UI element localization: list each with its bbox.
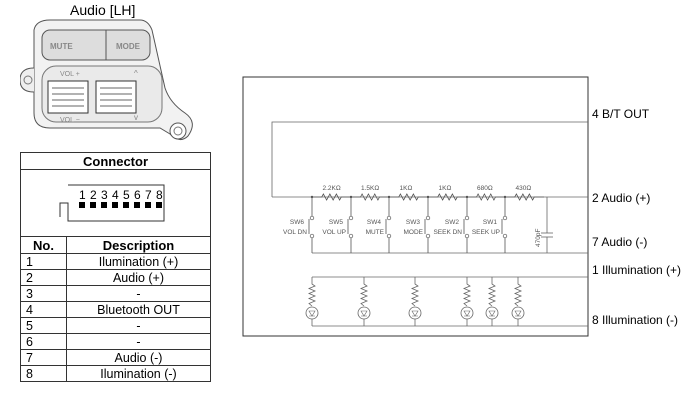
resistor-value: 680Ω (477, 185, 493, 192)
led-resistor-icon (307, 277, 317, 307)
pin-contact (144, 201, 151, 208)
switch-icon (463, 197, 468, 253)
switch-id: SW5 (329, 219, 343, 226)
led-icon (305, 306, 319, 320)
switch-name: SEEK UP (472, 229, 500, 236)
switch-name: VOL DN (283, 229, 307, 236)
pin-number: 6 (134, 188, 141, 202)
pin-number: 5 (123, 188, 130, 202)
seek-up-icon: ^ (134, 69, 138, 78)
vol-up-label: VOL + (60, 71, 80, 78)
pin-contact (122, 201, 129, 208)
switch-name: SEEK DN (433, 229, 462, 236)
resistor-icon (351, 193, 389, 201)
pin-contact (155, 201, 162, 208)
switch-id: SW1 (483, 219, 497, 226)
pin-number: 2 (90, 188, 97, 202)
pin-description: Bluetooth OUT (66, 301, 211, 318)
switch-icon (424, 197, 429, 253)
pin-audio-neg: 7 Audio (-) (592, 235, 647, 249)
vol-rocker (47, 80, 89, 114)
resistor-value: 430Ω (516, 185, 532, 192)
pin-number: 3 (101, 188, 108, 202)
switch-icon (501, 197, 506, 253)
mute-label: MUTE (50, 42, 73, 51)
pin-ill-pos: 1 Illumination (+) (592, 263, 681, 277)
pin-ill-neg: 8 Illumination (-) (592, 313, 678, 327)
pin-contact (78, 201, 85, 208)
pin-audio-pos: 2 Audio (+) (592, 191, 650, 205)
resistor-value: 1KΩ (400, 185, 413, 192)
led-icon (511, 306, 525, 320)
bt-out-wire (271, 121, 588, 197)
switch-id: SW3 (406, 219, 420, 226)
resistor-value: 1KΩ (439, 185, 452, 192)
resistor-icon (389, 193, 428, 201)
pin-contact (111, 201, 118, 208)
switch-id: SW2 (445, 219, 459, 226)
pin-contact (89, 201, 96, 208)
pin-description: Ilumination (-) (66, 365, 211, 382)
module-box (242, 76, 589, 337)
led-resistor-icon (462, 277, 472, 307)
switch-name: VOL UP (322, 229, 346, 236)
mode-label: MODE (116, 42, 141, 51)
switch-name: MUTE (366, 229, 385, 236)
switch-id: SW6 (290, 219, 304, 226)
led-resistor-icon (359, 277, 369, 307)
switch-icon (385, 197, 390, 253)
led-icon (408, 306, 422, 320)
vol-dn-label: VOL − (60, 117, 80, 124)
resistor-value: 1.5KΩ (361, 185, 379, 192)
resistor-value: 2.2KΩ (323, 185, 341, 192)
switch-icon (347, 197, 352, 253)
pin-number: 8 (156, 188, 163, 202)
led-resistor-icon (410, 277, 420, 307)
led-icon (357, 306, 371, 320)
pin-number: 1 (79, 188, 86, 202)
resistor-icon (505, 193, 544, 201)
led-icon (485, 306, 499, 320)
led-resistor-icon (487, 277, 497, 307)
led-icon (460, 306, 474, 320)
pin-description: Audio (+) (66, 269, 211, 286)
seek-dn-icon: v (134, 113, 138, 122)
resistor-icon (428, 193, 467, 201)
pin-number: 4 (112, 188, 119, 202)
pin-contact (133, 201, 140, 208)
switch-name: MODE (404, 229, 424, 236)
component-title: Audio [LH] (70, 2, 136, 18)
pin-number: 7 (145, 188, 152, 202)
resistor-icon (467, 193, 505, 201)
switch-assembly-drawing: MUTE MODE VOL + VOL − ^ v (20, 19, 193, 140)
pin-contact (100, 201, 107, 208)
capacitor-label: 470pF (535, 229, 542, 247)
seek-rocker (95, 80, 137, 114)
switch-id: SW4 (367, 219, 381, 226)
led-resistor-icon (513, 277, 523, 307)
switch-icon (308, 197, 313, 253)
resistor-icon (312, 193, 351, 201)
pin-bt-out: 4 B/T OUT (592, 107, 650, 121)
